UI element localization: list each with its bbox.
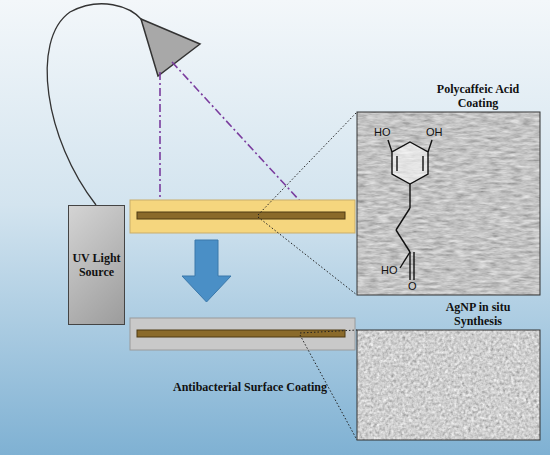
chem-group: HO: [381, 264, 398, 276]
process-arrow: [182, 240, 231, 302]
zoom-line: [258, 217, 357, 295]
nanoparticles: [371, 344, 527, 430]
caption-text: Antibacterial Surface Coating: [173, 380, 327, 394]
uv-beam: [172, 62, 312, 214]
sem-image: [357, 112, 540, 295]
coated-substrate: [130, 200, 355, 233]
sem-image-border: [357, 112, 540, 295]
panel-heading: Polycaffeic Acid Coating: [423, 80, 533, 110]
sem-panel: AgNP in situ Synthesis: [357, 298, 540, 440]
power-cable: [47, 4, 142, 205]
sem-panel: Polycaffeic Acid Coating: [357, 80, 540, 295]
uv-lamp: [141, 19, 200, 76]
chem-group: OH: [426, 126, 443, 138]
light-source-box: UV Light Source: [68, 205, 125, 325]
box-label: UV Light Source: [69, 251, 124, 279]
chemical-structure: [388, 140, 432, 280]
substrate-bar: [137, 330, 345, 337]
zoom-line: [300, 330, 357, 333]
substrate-bar: [137, 212, 345, 219]
chem-group: O: [408, 280, 417, 292]
sem-image-border: [357, 330, 540, 440]
zoom-line: [258, 112, 357, 215]
coated-substrate: [130, 318, 355, 350]
uv-beam: [159, 72, 161, 214]
chem-group: HO: [374, 126, 391, 138]
sem-image: [357, 330, 540, 440]
panel-heading: AgNP in situ Synthesis: [423, 298, 533, 328]
